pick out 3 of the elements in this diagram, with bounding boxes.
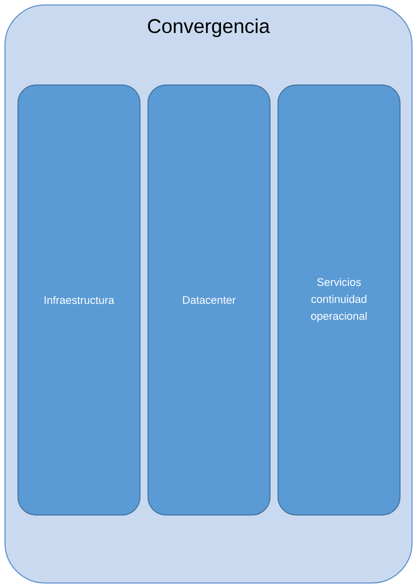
process-box: Datacenter bbox=[148, 84, 270, 516]
process-box: Servicios continuidad operacional bbox=[278, 84, 400, 516]
process-box: Infraestructura bbox=[18, 84, 140, 516]
